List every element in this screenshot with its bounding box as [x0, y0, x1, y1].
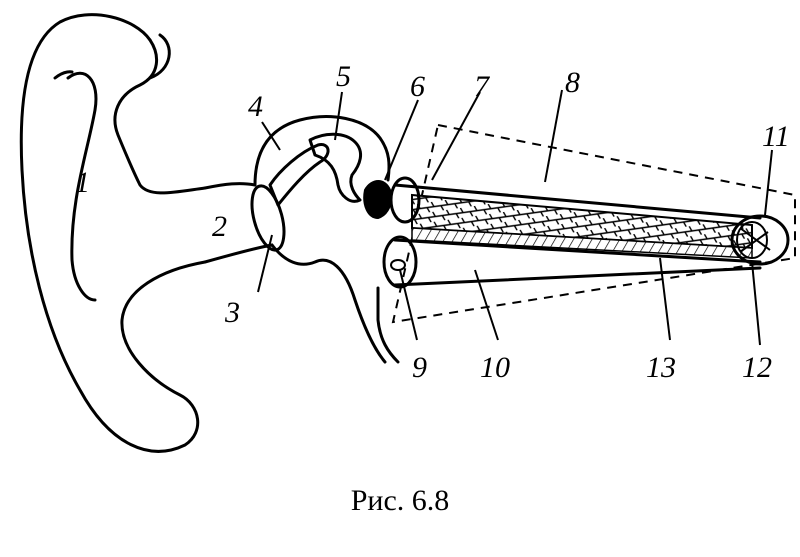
oval-window [389, 176, 421, 224]
outer-ear-pinna [19, 13, 207, 453]
cochlea-dashed-box [391, 123, 796, 324]
label-7: 7 [474, 70, 491, 103]
round-window-tube-end [382, 235, 418, 289]
scala-tympani [393, 266, 762, 287]
helicotrema [730, 214, 790, 266]
round-window [390, 259, 406, 271]
part-labels: 1 2 3 4 5 6 7 8 9 10 11 12 13 [75, 60, 790, 384]
scala-vestibuli [393, 183, 762, 264]
label-2: 2 [212, 210, 227, 243]
figure-caption: Рис. 6.8 [351, 484, 450, 517]
label-8: 8 [565, 66, 580, 99]
label-10: 10 [480, 351, 510, 384]
stapes [363, 180, 393, 220]
label-11: 11 [762, 120, 790, 153]
incus [308, 132, 363, 203]
eardrum [250, 184, 286, 252]
label-12: 12 [742, 351, 772, 384]
middle-ear-cavity [253, 115, 400, 364]
label-5: 5 [336, 60, 351, 93]
malleus [268, 143, 330, 207]
label-4: 4 [248, 90, 263, 123]
label-9: 9 [412, 351, 427, 384]
leader-lines [257, 89, 773, 346]
helicotrema-inner [736, 221, 768, 259]
label-13: 13 [646, 351, 676, 384]
label-3: 3 [224, 296, 240, 329]
label-1: 1 [75, 166, 90, 199]
label-6: 6 [410, 70, 425, 103]
